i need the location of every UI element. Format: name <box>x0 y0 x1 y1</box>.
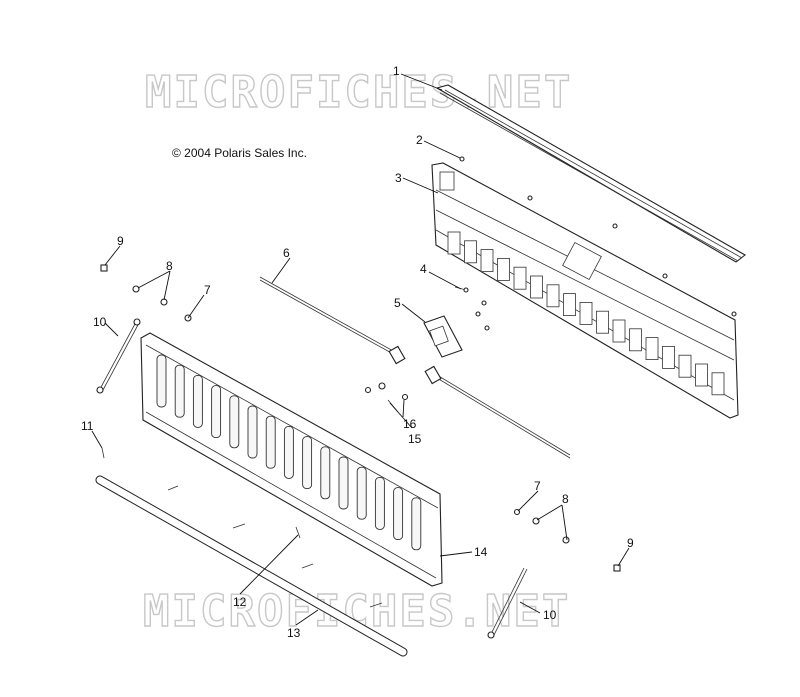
panel-rib <box>320 446 331 500</box>
inner-panel-cell <box>480 249 494 273</box>
inner-panel-cell <box>447 231 461 255</box>
panel-rib <box>356 466 367 520</box>
callout-3: 3 <box>395 171 402 185</box>
callout-8-left: 8 <box>166 259 173 273</box>
part-hinge-rod <box>95 475 408 657</box>
inner-panel-cell <box>530 275 543 299</box>
callout-12: 12 <box>233 595 247 609</box>
inner-panel-cell <box>513 266 527 290</box>
callout-10-right: 10 <box>543 608 557 622</box>
panel-rib <box>211 385 222 439</box>
watermark-bottom: MICROFICHES.NET <box>143 586 570 637</box>
panel-rib <box>156 354 167 408</box>
callout-8-right: 8 <box>562 492 569 506</box>
inner-panel-cell <box>464 240 477 264</box>
callout-labels: 1 2 3 4 5 6 7 7 8 8 9 9 10 10 11 12 13 1… <box>81 64 634 640</box>
callout-7-left: 7 <box>204 283 211 297</box>
panel-rib <box>192 374 203 428</box>
watermark-top: MICROFICHES.NET <box>145 67 572 118</box>
callout-4: 4 <box>420 262 427 276</box>
part-top-rail <box>435 84 746 263</box>
panel-rib <box>265 415 276 469</box>
part-outer-panel <box>140 332 443 587</box>
callout-7-right: 7 <box>534 479 541 493</box>
part-latch-handle <box>423 315 463 358</box>
part-fasteners-center <box>364 382 409 413</box>
panel-rib <box>411 497 422 551</box>
panel-rib <box>229 395 240 449</box>
callout-16: 16 <box>403 417 417 431</box>
inner-panel-cell <box>678 354 692 378</box>
callout-11: 11 <box>81 419 94 433</box>
callout-15: 15 <box>408 432 422 446</box>
callout-13: 13 <box>287 626 301 640</box>
inner-panel-cell <box>629 328 642 352</box>
inner-panel-cell <box>645 337 659 361</box>
panel-rib <box>302 436 313 490</box>
callout-1: 1 <box>393 64 400 78</box>
part-right-hardware <box>487 508 621 639</box>
part-latch-screws <box>454 286 490 331</box>
panel-rib <box>174 364 185 418</box>
inner-panel-cell <box>695 363 708 387</box>
leader-lines <box>91 73 630 626</box>
inner-panel-cell <box>711 372 725 396</box>
callout-5: 5 <box>394 296 401 310</box>
panel-rib <box>393 487 404 541</box>
inner-panel-cell <box>596 310 609 334</box>
callout-6: 6 <box>283 246 290 260</box>
callout-14: 14 <box>474 545 488 559</box>
panel-rib <box>374 476 385 530</box>
panel-rib <box>283 425 294 479</box>
panel-rib <box>247 405 258 459</box>
inner-panel-cell <box>563 293 576 317</box>
callout-2: 2 <box>416 133 423 147</box>
inner-panel-cell <box>497 257 510 281</box>
inner-panel-cell <box>612 319 626 343</box>
callout-9-right: 9 <box>627 536 634 550</box>
part-support-rod-left <box>259 276 406 365</box>
callout-10-left: 10 <box>93 315 107 329</box>
inner-panel-cell <box>579 301 593 325</box>
inner-panel-cell <box>546 284 560 308</box>
part-panel-screws <box>459 156 737 317</box>
panel-rib <box>338 456 349 510</box>
callout-9-left: 9 <box>117 234 124 248</box>
copyright-text: © 2004 Polaris Sales Inc. <box>172 146 307 160</box>
part-support-rod-right <box>424 365 571 459</box>
inner-panel-cell <box>662 345 675 369</box>
part-inner-panel <box>431 162 739 419</box>
